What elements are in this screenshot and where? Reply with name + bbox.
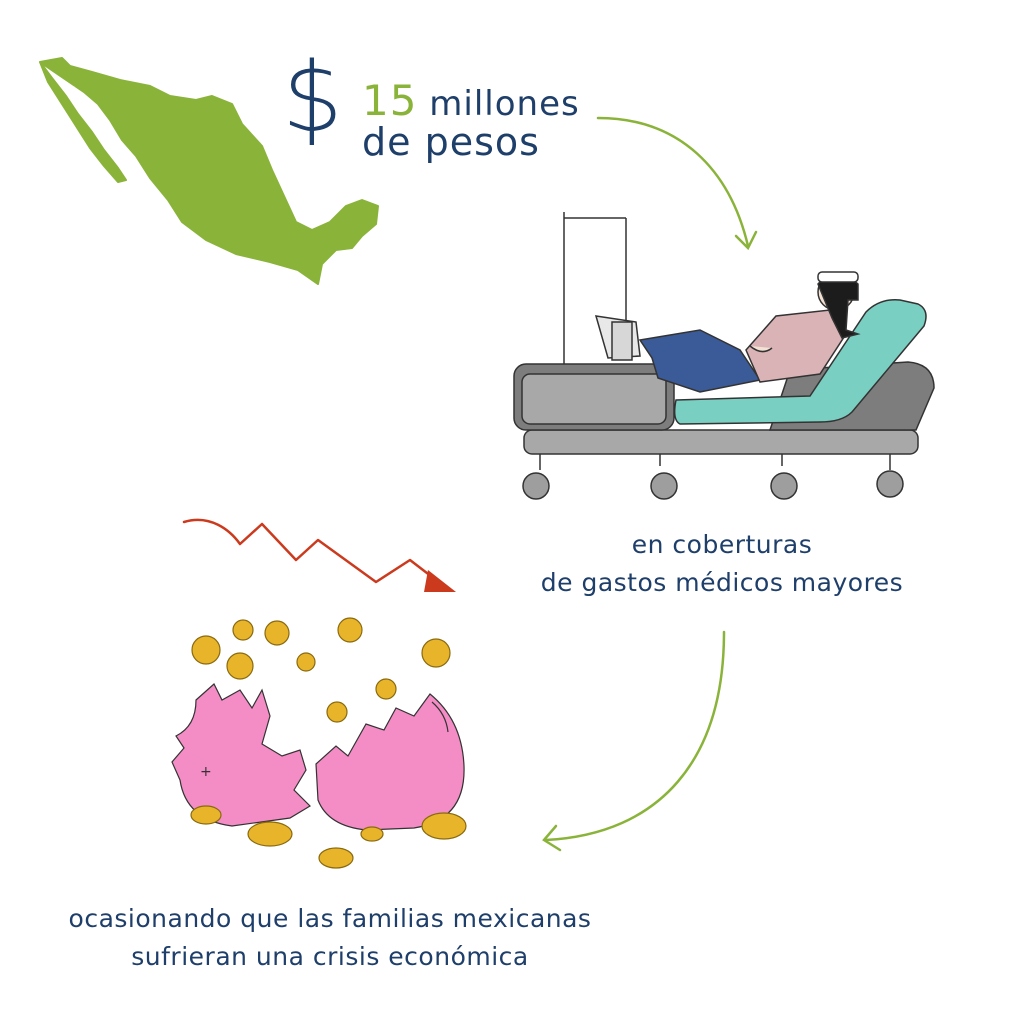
broken-piggy-bank-icon: + <box>171 683 465 831</box>
arrow-to-piggy-icon <box>542 630 726 852</box>
crisis-caption-line2: sufrieran una crisis económica <box>131 942 529 971</box>
headline-amount-word: millones <box>429 84 580 124</box>
headline-unit: de pesos <box>362 120 540 164</box>
crisis-caption-line1: ocasionando que las familias mexicanas <box>68 904 592 933</box>
headline-amount: 15 millones <box>362 76 580 125</box>
mexico-map-icon <box>39 57 379 285</box>
coin-icons <box>190 617 467 869</box>
hospital-bed-icon <box>513 212 935 500</box>
currency-symbol: $ <box>282 42 344 154</box>
coverage-caption-line1: en coberturas <box>631 530 813 559</box>
down-trend-arrow-icon <box>182 518 456 592</box>
coverage-caption: en coberturas de gastos médicos mayores <box>512 526 932 602</box>
crisis-caption: ocasionando que las familias mexicanas s… <box>40 900 620 976</box>
svg-text:+: + <box>200 764 212 780</box>
arrow-to-bed-icon <box>596 116 758 251</box>
coverage-caption-line2: de gastos médicos mayores <box>540 568 904 597</box>
headline-number: 15 <box>362 76 418 125</box>
